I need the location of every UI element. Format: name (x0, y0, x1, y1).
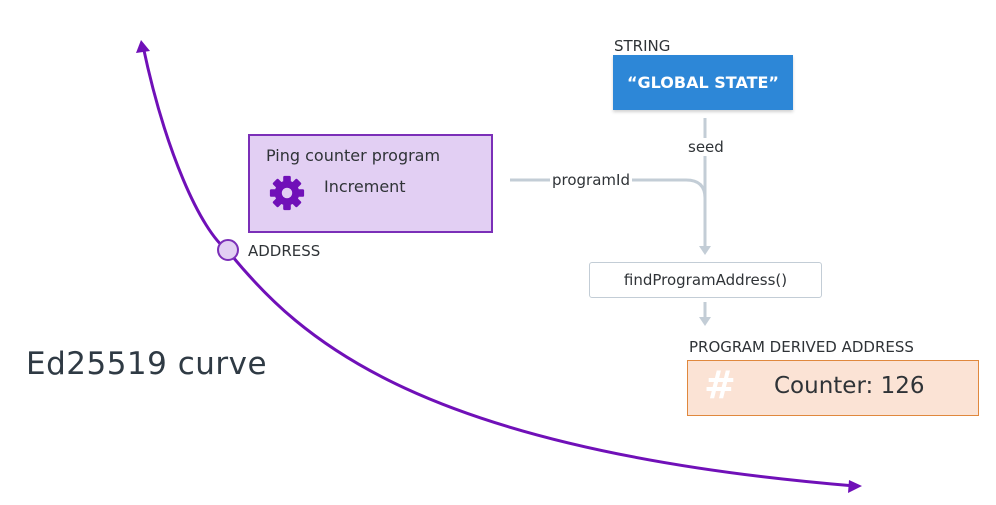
program-action: Increment (324, 177, 406, 196)
program-id-connector (510, 178, 707, 199)
program-box: Ping counter program Increment (248, 134, 493, 233)
pda-arrowhead (699, 317, 711, 326)
program-id-label: programId (550, 171, 632, 189)
string-box: “GLOBAL STATE” (613, 55, 793, 110)
curve-arrowhead-top (136, 40, 150, 53)
counter-value: Counter: 126 (774, 373, 925, 399)
seed-label: seed (686, 138, 726, 156)
address-label: ADDRESS (248, 242, 321, 260)
seed-arrowhead (699, 246, 711, 255)
find-program-address-box: findProgramAddress() (589, 262, 822, 298)
gear-icon (269, 175, 305, 211)
ed25519-curve (141, 45, 856, 488)
string-label: STRING (614, 37, 671, 55)
curve-arrowhead-right (848, 480, 862, 493)
program-title: Ping counter program (266, 146, 441, 165)
pda-label: PROGRAM DERIVED ADDRESS (689, 338, 914, 356)
curve-label: Ed25519 curve (26, 346, 268, 382)
string-value: “GLOBAL STATE” (627, 73, 779, 92)
address-point (217, 239, 239, 261)
pda-box: # Counter: 126 (687, 360, 979, 416)
hash-icon: # (704, 363, 736, 407)
function-label: findProgramAddress() (623, 271, 788, 289)
